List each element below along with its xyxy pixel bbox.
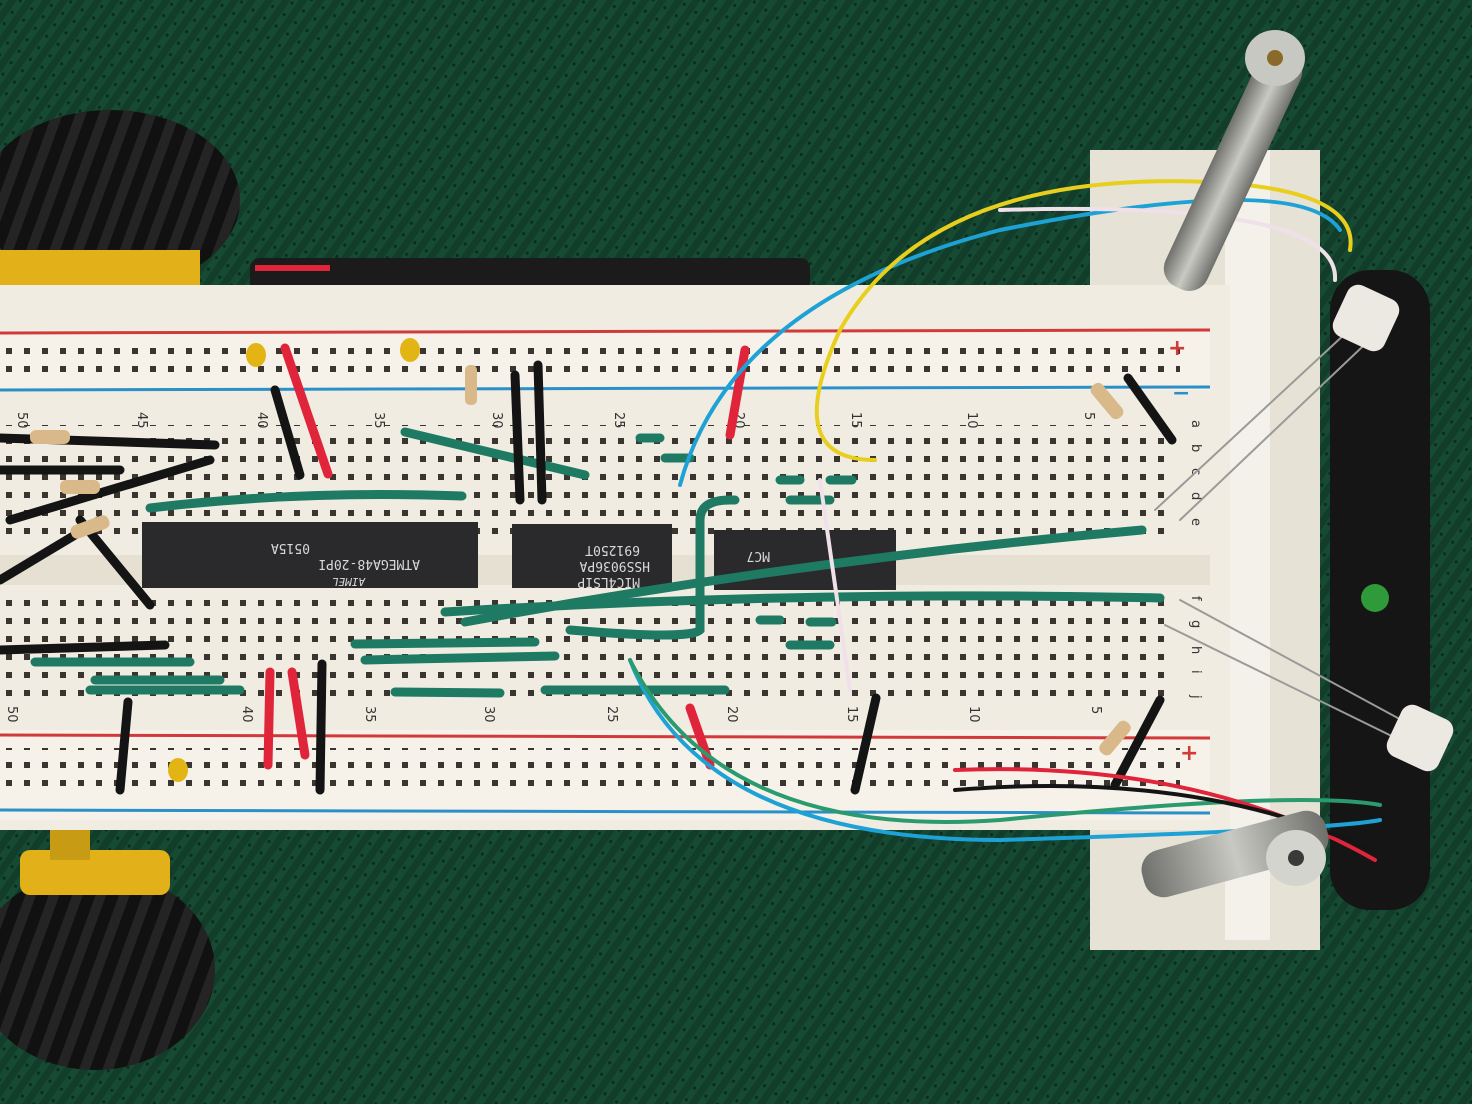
- long-wires: [628, 179, 1421, 862]
- rail-plus-top: +: [1168, 336, 1186, 361]
- driver-label-line3: MIC4LSIP: [577, 574, 640, 589]
- mcu-label-line1: ATMEGA48-20PI: [318, 556, 420, 571]
- row-letter: d: [1188, 492, 1203, 500]
- rail-blue-top: [0, 385, 1211, 392]
- row-letter: f: [1188, 596, 1203, 601]
- row-number: 5: [1088, 706, 1103, 714]
- rail-plus-bottom: +: [1180, 741, 1198, 766]
- row-number: 35: [362, 706, 377, 723]
- row-number: 20: [724, 706, 739, 723]
- row-number: 10: [964, 412, 979, 429]
- row-letter: h: [1188, 646, 1203, 654]
- mcu-label-line2: 0515A: [271, 540, 310, 555]
- row-number: 50: [14, 412, 29, 429]
- driver-label-line2: HSS9036PA: [579, 558, 650, 573]
- rail-blue-bottom: [0, 808, 1211, 815]
- row-number: 40: [254, 412, 269, 429]
- wheel-top-left: [0, 110, 240, 290]
- bottom-row-numbers: 50 40 35 30 25 20 15 10 5: [4, 706, 1103, 723]
- resistors: [30, 365, 1131, 756]
- row-letter: j: [1188, 694, 1203, 699]
- row-letter: b: [1188, 444, 1203, 452]
- row-letter: e: [1188, 518, 1203, 526]
- bottom-row-letters: f g h i j: [1188, 596, 1203, 699]
- mcu-brand: AIMEL: [332, 575, 366, 588]
- light-sensors: [1332, 284, 1454, 772]
- row-number: 15: [844, 706, 859, 723]
- green-jumpers: [30, 427, 1165, 698]
- rail-red-bottom: [0, 733, 1211, 740]
- row-number: 25: [611, 412, 626, 429]
- motor-driver-chip: 691250T HSS9036PA MIC4LSIP: [512, 524, 672, 589]
- row-letter: i: [1188, 670, 1203, 674]
- row-number: 30: [489, 412, 504, 429]
- row-number: 25: [604, 706, 619, 723]
- capacitors: [168, 338, 1389, 782]
- row-letter: g: [1188, 620, 1203, 628]
- mcu-chip: ATMEGA48-20PI 0515A AIMEL: [142, 522, 478, 588]
- row-number: 45: [134, 412, 149, 429]
- row-number: 15: [848, 412, 863, 429]
- driver-label-line1: 691250T: [585, 542, 640, 557]
- regulator-label: MC7: [747, 548, 770, 563]
- rail-red-top: [0, 328, 1211, 335]
- row-number: 40: [239, 706, 254, 723]
- rail-minus-top: −: [1172, 381, 1190, 406]
- row-number: 35: [371, 412, 386, 429]
- row-number: 50: [4, 706, 19, 723]
- row-number: 5: [1081, 412, 1096, 420]
- row-number: 30: [481, 706, 496, 723]
- row-number: 10: [966, 706, 981, 723]
- row-letter: a: [1188, 420, 1203, 428]
- standoffs: [1141, 30, 1329, 898]
